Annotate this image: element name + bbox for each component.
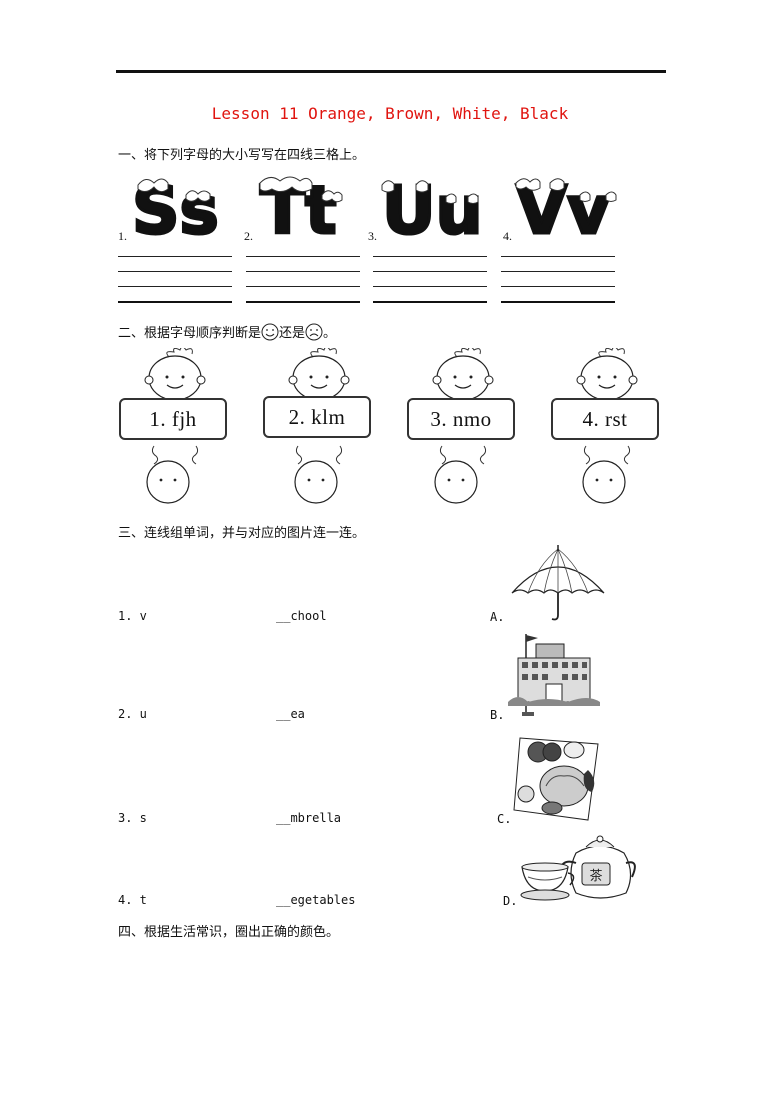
kid-2 xyxy=(288,348,350,465)
sequence-box-2: 2. klm xyxy=(263,396,371,438)
sequence-illustrations xyxy=(144,348,638,504)
row2-fragment: __ea xyxy=(276,707,305,721)
row2-option: B. xyxy=(490,708,505,722)
answer-circle-1 xyxy=(146,460,190,504)
item-number-4: 4. xyxy=(503,229,512,243)
sad-face-icon xyxy=(305,323,323,340)
lesson-title: Lesson 11 Orange, Brown, White, Black xyxy=(211,104,569,123)
letters-Uu: Uu xyxy=(382,172,483,245)
row3-letter: 3. s xyxy=(118,811,147,825)
four-line-grid-4[interactable] xyxy=(501,256,615,317)
kid-3 xyxy=(432,348,494,465)
section2-heading: 二、根据字母顺序判断是 还是 。 xyxy=(118,322,336,341)
smile-face-icon xyxy=(261,323,279,340)
row4-letter: 4. t xyxy=(118,893,147,907)
row2-letter: 2. u xyxy=(118,707,147,721)
row4-fragment: __egetables xyxy=(276,893,356,907)
umbrella-picture xyxy=(511,545,605,621)
vegetables-picture xyxy=(513,737,599,821)
row1-letter: 1. v xyxy=(118,609,147,623)
section2-heading-before: 二、根据字母顺序判断是 xyxy=(118,326,262,341)
answer-circle-3 xyxy=(434,460,478,504)
sequence-box-1: 1. fjh xyxy=(119,398,227,440)
item-number-2: 2. xyxy=(244,229,253,243)
row1-option: A. xyxy=(490,610,505,624)
four-line-grid-1[interactable] xyxy=(118,256,232,317)
snowy-letters-art: Ss Tt Uu Vv xyxy=(131,171,617,245)
section1-heading: 一、将下列字母的大小写写在四线三格上。 xyxy=(118,148,366,163)
answer-circle-2 xyxy=(294,460,338,504)
row3-option: C. xyxy=(497,812,512,826)
item-number-3: 3. xyxy=(368,229,377,243)
tea-set-picture: 茶 xyxy=(520,835,636,901)
four-line-grid-3[interactable] xyxy=(373,256,487,317)
section2-heading-after: 。 xyxy=(323,326,337,341)
sequence-box-3: 3. nmo xyxy=(407,398,515,440)
answer-circle-4 xyxy=(582,460,626,504)
four-line-grid-2[interactable] xyxy=(246,256,360,317)
item-number-1: 1. xyxy=(118,229,127,243)
section2-heading-middle: 还是 xyxy=(279,326,306,341)
row4-option: D. xyxy=(503,894,518,908)
sequence-box-4: 4. rst xyxy=(551,398,659,440)
row3-fragment: __mbrella xyxy=(276,811,342,825)
row1-fragment: __chool xyxy=(276,609,327,623)
section3-heading: 三、连线组单词，并与对应的图片连一连。 xyxy=(118,526,366,541)
section4-heading: 四、根据生活常识，圈出正确的颜色。 xyxy=(118,925,340,940)
header-rule xyxy=(116,70,666,73)
school-building-picture xyxy=(508,634,600,716)
svg-text:茶: 茶 xyxy=(589,868,602,884)
